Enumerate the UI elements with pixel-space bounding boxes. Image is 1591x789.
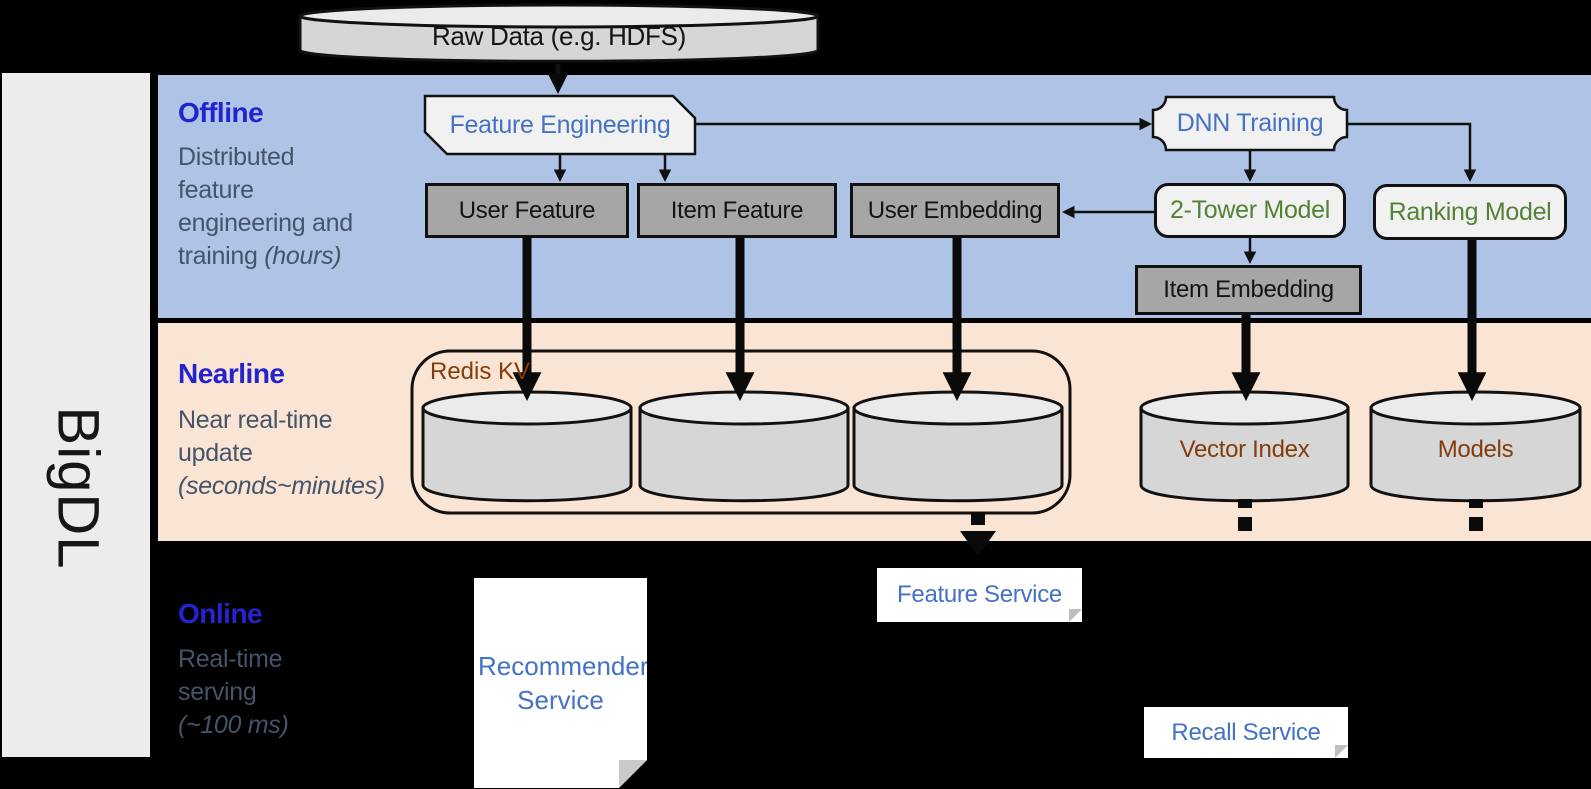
feature-engineering-label: Feature Engineering <box>449 110 671 139</box>
online-description: Real-time serving (~100 ms) <box>178 645 289 739</box>
user-feature-box: User Feature <box>425 183 629 238</box>
models-label: Models <box>1437 436 1514 463</box>
ranking-model-box: Ranking Model <box>1373 184 1567 240</box>
vector-index-label: Vector Index <box>1179 436 1310 463</box>
recall-service-box: Recall Service <box>1144 707 1348 758</box>
dnn-training-label: DNN Training <box>1176 109 1324 137</box>
item-embedding-box: Item Embedding <box>1135 265 1362 315</box>
folded-corner <box>619 760 647 788</box>
recommender-service-doc: Recommender Service <box>474 578 647 788</box>
nearline-title: Nearline <box>178 358 285 389</box>
bigdl-logo-text: BigDL <box>45 406 111 570</box>
recommender-service-label: Recommender Service <box>478 651 649 715</box>
offline-title: Offline <box>178 97 264 128</box>
raw-data-label: Raw Data (e.g. HDFS) <box>431 20 687 51</box>
redis-kv-label: Redis KV <box>430 358 531 385</box>
item-feature-box: Item Feature <box>637 183 837 238</box>
feature-service-box: Feature Service <box>877 568 1082 622</box>
offline-description: Distributed feature engineering and trai… <box>178 143 353 270</box>
nearline-description: Near real-time update (seconds~minutes) <box>178 406 385 500</box>
user-embedding-box: User Embedding <box>850 183 1060 238</box>
online-title: Online <box>178 598 263 629</box>
bigdl-sidebar: BigDL <box>2 73 150 757</box>
two-tower-model-box: 2-Tower Model <box>1154 183 1346 238</box>
